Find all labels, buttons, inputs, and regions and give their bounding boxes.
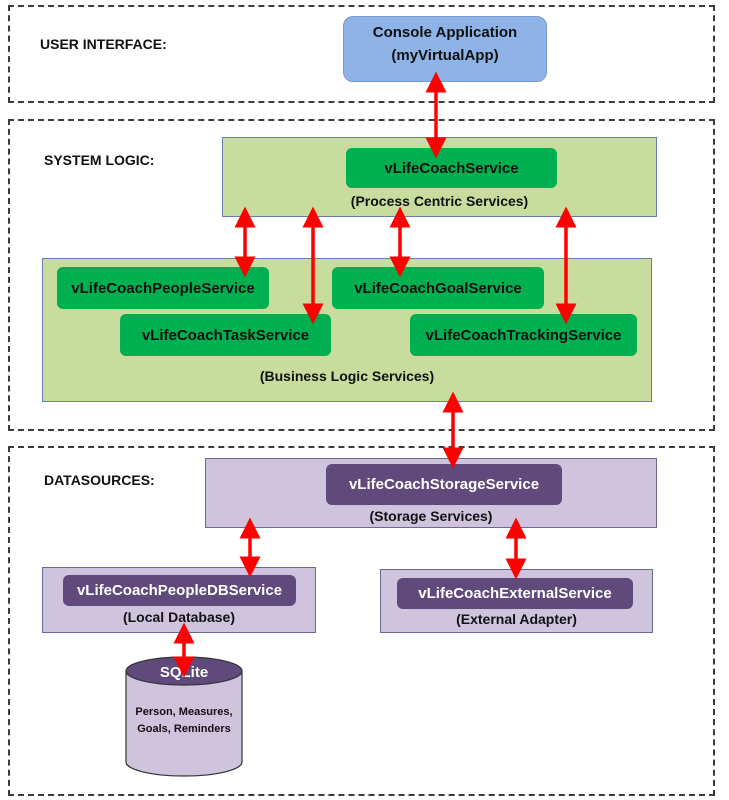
storage-service-box: vLifeCoachStorageService: [326, 464, 562, 505]
process-centric-caption: (Process Centric Services): [350, 193, 529, 209]
external-adapter-caption: (External Adapter): [456, 611, 577, 627]
system-logic-label: SYSTEM LOGIC:: [44, 152, 155, 168]
user-interface-label: USER INTERFACE:: [40, 36, 167, 52]
console-application-subtitle: (myVirtualApp): [391, 47, 499, 64]
vlifecoach-service-box: vLifeCoachService: [346, 148, 557, 188]
external-service-box: vLifeCoachExternalService: [397, 578, 633, 609]
business-logic-caption: (Business Logic Services): [259, 368, 435, 384]
sqlite-tables-line1: Person, Measures,: [135, 706, 233, 718]
storage-caption: (Storage Services): [369, 508, 493, 524]
datasources-section: [8, 446, 715, 796]
local-database-caption: (Local Database): [122, 609, 236, 625]
people-service-box: vLifeCoachPeopleService: [57, 267, 269, 309]
people-db-service-box: vLifeCoachPeopleDBService: [63, 575, 296, 606]
datasources-label: DATASOURCES:: [44, 472, 155, 488]
tracking-service-box: vLifeCoachTrackingService: [410, 314, 637, 356]
system-logic-section: [8, 119, 715, 431]
goal-service-box: vLifeCoachGoalService: [332, 267, 544, 309]
task-service-box: vLifeCoachTaskService: [120, 314, 331, 356]
user-interface-section: [8, 5, 715, 103]
console-application-title: Console Application: [372, 24, 518, 41]
sqlite-tables-line2: Goals, Reminders: [137, 723, 231, 735]
